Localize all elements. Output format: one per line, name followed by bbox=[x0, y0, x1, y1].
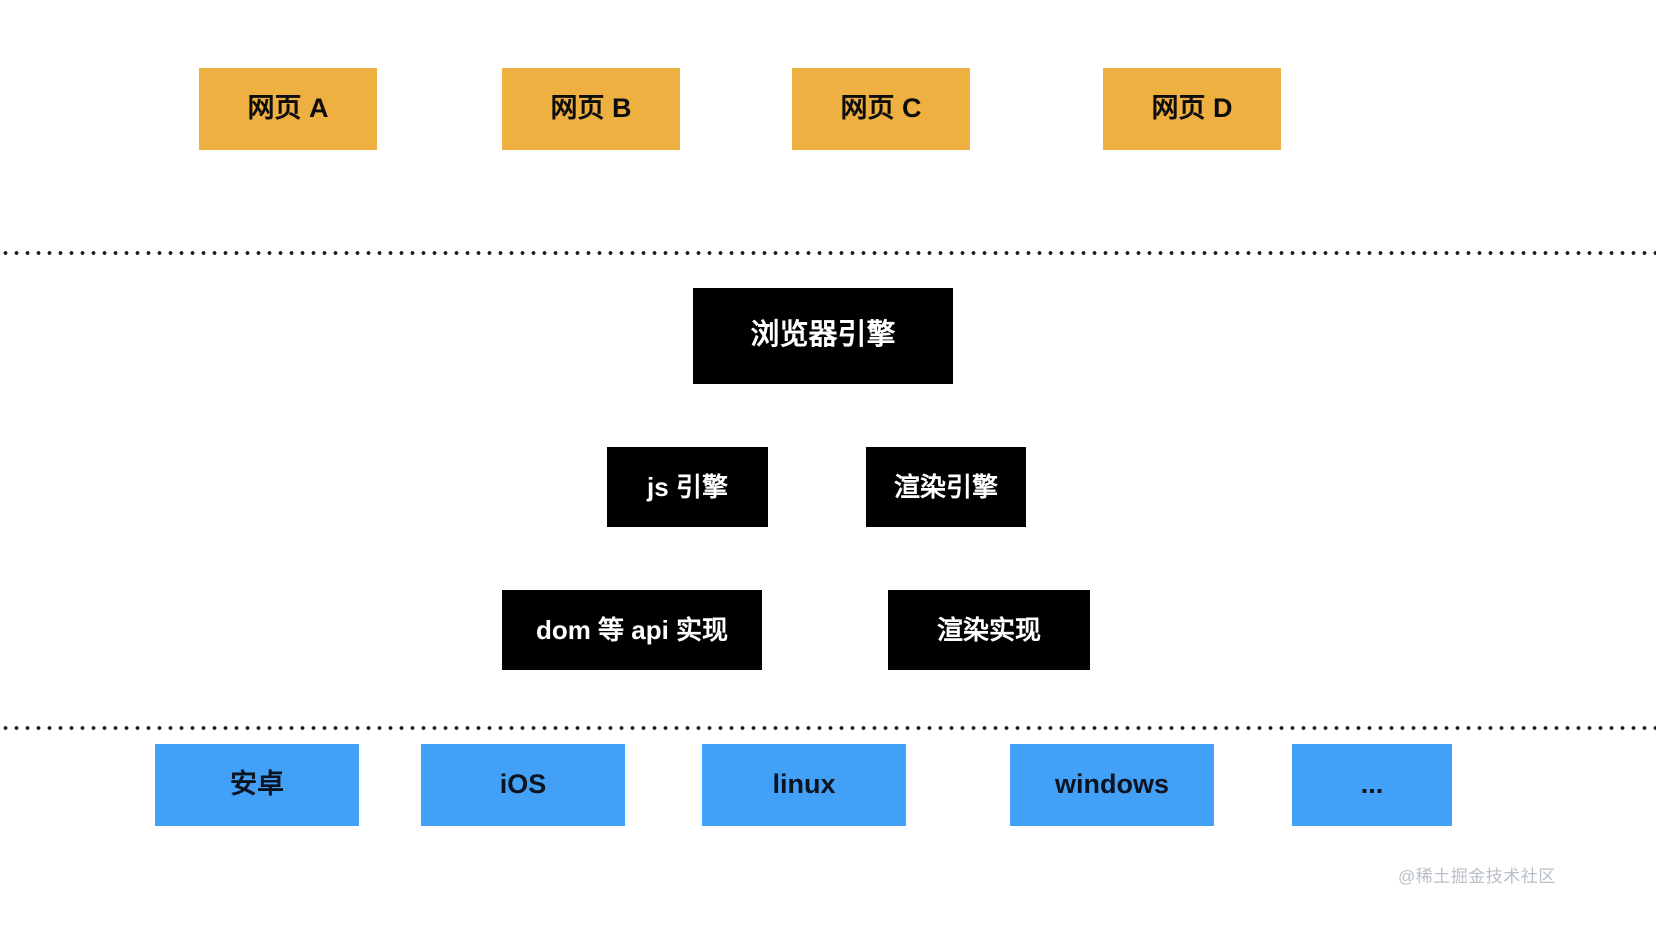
web-page-box-a: 网页 A bbox=[199, 68, 377, 150]
dom-api-implementation-box: dom 等 api 实现 bbox=[502, 590, 762, 670]
os-box-linux: linux bbox=[702, 744, 906, 826]
os-box-windows: windows bbox=[1010, 744, 1214, 826]
rendering-engine-box: 渲染引擎 bbox=[866, 447, 1026, 527]
bottom-divider bbox=[0, 726, 1656, 730]
os-box-ios: iOS bbox=[421, 744, 625, 826]
os-box-android: 安卓 bbox=[155, 744, 359, 826]
web-page-box-c: 网页 C bbox=[792, 68, 970, 150]
web-page-box-b: 网页 B bbox=[502, 68, 680, 150]
top-divider bbox=[0, 251, 1656, 255]
rendering-implementation-box: 渲染实现 bbox=[888, 590, 1090, 670]
web-page-box-d: 网页 D bbox=[1103, 68, 1281, 150]
browser-engine-box: 浏览器引擎 bbox=[693, 288, 953, 384]
js-engine-box: js 引擎 bbox=[607, 447, 768, 527]
os-box-more: ... bbox=[1292, 744, 1452, 826]
watermark: @稀土掘金技术社区 bbox=[1398, 867, 1556, 886]
